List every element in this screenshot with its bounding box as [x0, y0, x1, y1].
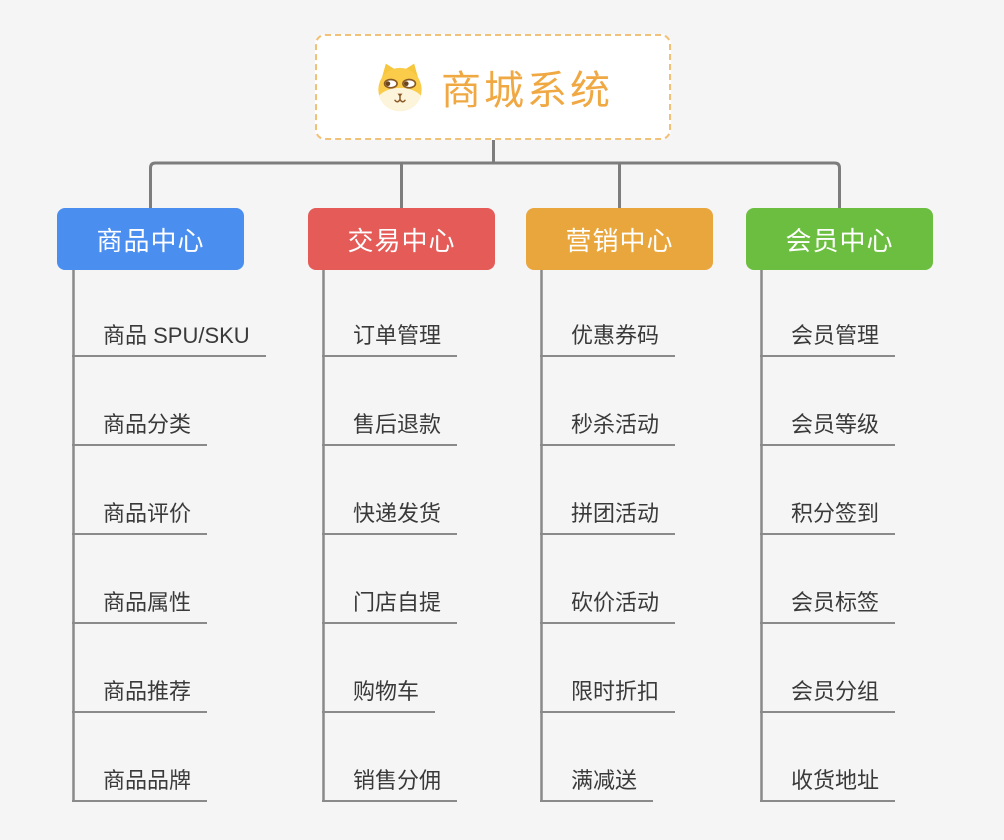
branch-member-center[interactable]: 会员中心 [746, 208, 933, 270]
leaf-node[interactable]: 满减送 [540, 764, 654, 802]
root-title: 商城系统 [441, 69, 613, 113]
leaf-node[interactable]: 积分签到 [760, 497, 896, 535]
branch-product-center[interactable]: 商品中心 [57, 208, 244, 270]
leaf-node[interactable]: 会员分组 [760, 675, 896, 713]
leaf-node[interactable]: 商品分类 [72, 408, 208, 446]
leaf-node[interactable]: 售后退款 [322, 408, 458, 446]
leaf-node[interactable]: 商品评价 [72, 497, 208, 535]
leaf-node[interactable]: 限时折扣 [540, 675, 676, 713]
leaf-node[interactable]: 优惠券码 [540, 319, 676, 357]
root-node[interactable]: 商城系统 [315, 34, 671, 140]
leaf-node[interactable]: 砍价活动 [540, 586, 676, 624]
leaf-node[interactable]: 商品 SPU/SKU [72, 319, 266, 357]
leaf-node[interactable]: 秒杀活动 [540, 408, 676, 446]
leaf-node[interactable]: 商品推荐 [72, 675, 208, 713]
leaf-node[interactable]: 销售分佣 [322, 764, 458, 802]
leaf-node[interactable]: 拼团活动 [540, 497, 676, 535]
leaf-node[interactable]: 会员等级 [760, 408, 896, 446]
leaf-node[interactable]: 门店自提 [322, 586, 458, 624]
leaf-node[interactable]: 商品属性 [72, 586, 208, 624]
leaf-node[interactable]: 商品品牌 [72, 764, 208, 802]
branch-marketing-center[interactable]: 营销中心 [526, 208, 713, 270]
leaf-node[interactable]: 购物车 [322, 675, 436, 713]
leaf-node[interactable]: 会员标签 [760, 586, 896, 624]
branch-trade-center[interactable]: 交易中心 [308, 208, 495, 270]
leaf-node[interactable]: 会员管理 [760, 319, 896, 357]
leaf-node[interactable]: 收货地址 [760, 764, 896, 802]
leaf-node[interactable]: 快递发货 [322, 497, 458, 535]
connector-bus [149, 161, 841, 208]
dog-face-icon [373, 62, 427, 112]
leaf-node[interactable]: 订单管理 [322, 319, 458, 357]
